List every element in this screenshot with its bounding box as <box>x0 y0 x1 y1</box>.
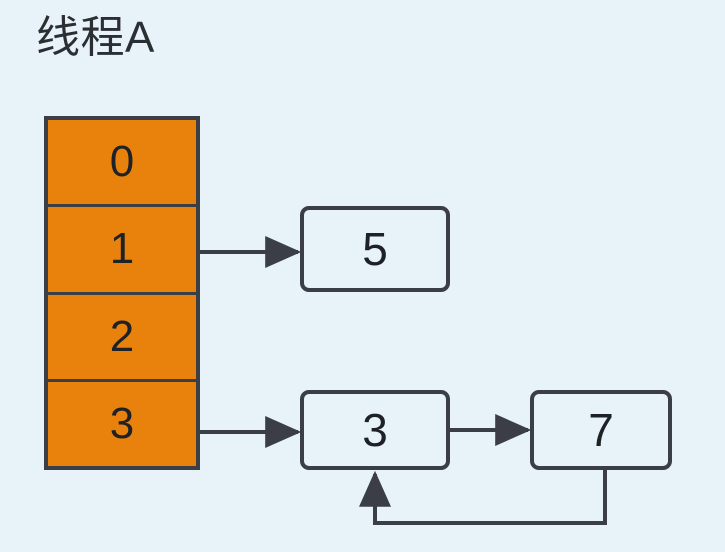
node-box-5[interactable]: 5 <box>300 206 450 292</box>
edge-node7-to-node3-loop <box>359 470 607 525</box>
node-box-5-label: 5 <box>362 223 388 275</box>
node-box-3-label: 3 <box>362 404 388 456</box>
array-cell-0[interactable]: 0 <box>48 120 196 208</box>
node-box-7[interactable]: 7 <box>530 390 672 470</box>
array-cell-2[interactable]: 2 <box>48 294 196 382</box>
array-cell-2-label: 2 <box>109 311 135 361</box>
array-cell-1[interactable]: 1 <box>48 207 196 295</box>
node-box-7-label: 7 <box>588 404 614 456</box>
array-cell-3[interactable]: 3 <box>48 381 196 466</box>
node-box-3[interactable]: 3 <box>300 390 450 470</box>
array-cell-3-label: 3 <box>109 398 135 448</box>
thread-local-array: 0 1 2 3 <box>44 116 200 470</box>
page-title: 线程A <box>36 13 155 62</box>
array-cell-1-label: 1 <box>109 224 135 274</box>
array-cell-0-label: 0 <box>109 137 135 187</box>
